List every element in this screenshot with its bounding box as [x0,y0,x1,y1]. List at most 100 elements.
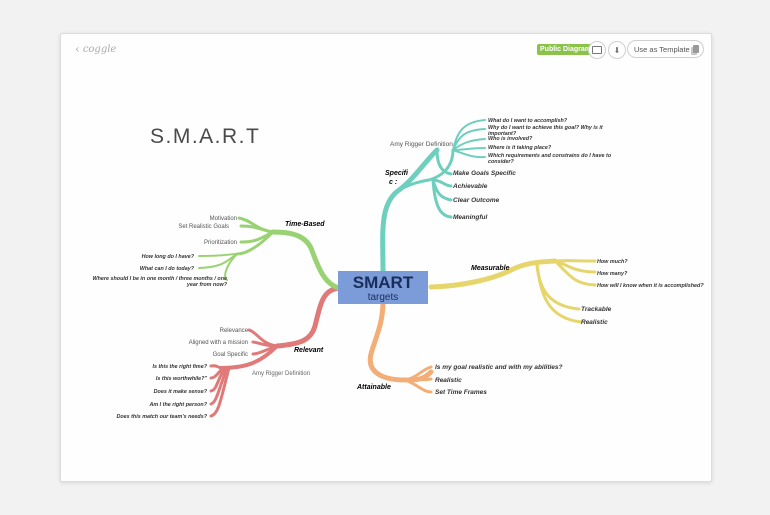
specific-item-4[interactable]: Meaningful [453,214,487,221]
time-item2-link [239,224,275,234]
measurable-questions: How much? How many? How will I know when i… [597,259,704,289]
center-node-box [338,271,428,304]
attainable-items: Is my goal realistic and with my abiliti… [435,364,563,396]
relevant-labels: Relevant Amy Rigger Definition Relevance… [116,328,323,420]
specific-label-line2: c : [389,179,397,186]
use-as-template-button[interactable]: Use as Template [627,40,704,58]
spec-item2-link [431,178,453,188]
coggle-logo: coggle [82,43,117,55]
rel-q2-link [209,366,225,380]
center-subtitle: targets [368,292,399,303]
diagram-card: ‹ coggle Public Diagram ⬇ Use as Templat… [60,33,712,482]
rel-q4-link [209,366,229,406]
specific-question-3[interactable]: Who is involved? [488,136,533,142]
specific-item-3[interactable]: Clear Outcome [453,197,500,204]
specific-question-5[interactable]: Which requirements and constrains do I h… [488,153,612,165]
mind-map-canvas[interactable]: S.M.A.R.T Specifi c : Amy Rigger Definit… [61,34,711,481]
specific-question-4[interactable]: Where is it taking place? [488,145,552,151]
measurable-item-2[interactable]: Realistic [581,319,608,326]
specific-label[interactable]: Specifi c : [385,170,410,186]
relevant-question-4[interactable]: Am I the right person? [148,402,207,408]
relevant-question-1[interactable]: Is this the right fime? [152,364,207,370]
spec-q1-link [452,119,486,151]
attainable-labels: Attainable Is my goal realistic and with… [356,364,563,396]
specific-definition[interactable]: Amy Rigger Definition [390,141,453,148]
diagram-title: S.M.A.R.T [150,125,260,148]
copy-template-icon [692,45,699,53]
time-q3-link [224,253,238,281]
rel-q1-link [209,364,223,370]
relevant-definition[interactable]: Amy Rigger Definition [252,371,310,377]
relevant-question-3[interactable]: Does it make sense? [154,389,208,395]
branch-relevant [209,285,342,418]
time-question-1[interactable]: How long do I have? [142,254,195,260]
specific-labels: Specifi c : Amy Rigger Definition What d… [385,118,612,221]
measure-item1-link [535,263,581,311]
spec-q2-link [452,128,486,151]
relevant-trunk [274,285,342,349]
attainable-trunk [367,299,434,383]
specific-item-2[interactable]: Achievable [452,183,488,190]
relevant-question-2[interactable]: Is this worthwhile?" [156,376,208,382]
public-diagram-badge: Public Diagram [537,44,594,55]
time-q1-link [198,253,238,257]
specific-trunk [380,147,440,275]
rel-q5-link [209,366,231,418]
measurable-question-2[interactable]: How many? [597,271,628,277]
attainable-label[interactable]: Attainable [356,384,391,391]
center-title: SMART [353,273,414,292]
specific-questions: What do I want to accomplish?Why do I wa… [488,118,612,165]
relevant-questions: Is this the right fime? Is this worthwhil… [116,364,207,420]
specific-definition-link [427,148,455,182]
time-item-2[interactable]: Set Realistic Goals [178,224,229,230]
relevant-item-3[interactable]: Goal Specific [213,352,248,358]
spec-item1-link [435,148,453,176]
relevant-item-1[interactable]: Relevance [220,328,249,334]
measurable-question-3[interactable]: How will I know when it is accomplished? [597,283,704,289]
time-question-2[interactable]: What can I do today? [140,266,195,272]
download-button[interactable]: ⬇ [608,41,626,59]
attain-item3-link [403,378,433,394]
rel-q3-link [209,366,227,393]
spec-item4-link [431,178,453,219]
branch-time-based [198,216,342,291]
attainable-item-3[interactable]: Set Time Frames [435,389,487,396]
use-as-template-label: Use as Template [634,44,690,54]
spec-q4-link [452,147,486,151]
specific-item-1[interactable]: Make Goals Specific [453,170,516,177]
attainable-item-1[interactable]: Is my goal realistic and with my abiliti… [435,364,563,371]
relevant-question-5[interactable]: Does this match our team's needs? [116,414,207,420]
spec-q3-link [452,138,486,151]
relevant-label[interactable]: Relevant [294,347,324,354]
specific-question-1[interactable]: What do I want to accomplish? [488,118,568,124]
back-to-coggle-link[interactable]: ‹ coggle [75,42,116,56]
time-item-1[interactable]: Motivation [210,216,237,222]
time-item-3[interactable]: Prioritization [204,240,237,246]
measurable-item-1[interactable]: Trackable [581,306,612,313]
time-question-3[interactable]: Where should I be in one month / three m… [93,276,228,288]
time-trunk [270,229,342,291]
time-based-label[interactable]: Time-Based [285,221,325,228]
specific-label-line1: Specifi [385,170,409,177]
present-button[interactable] [588,41,606,59]
measure-item2-link [535,263,583,324]
center-node[interactable]: SMART targets [338,271,428,304]
attain-item2-link [403,377,433,382]
chevron-left-icon: ‹ [75,42,80,56]
time-questions-link [235,230,275,256]
measurable-labels: Measurable How much? How many? How will I … [471,259,704,326]
branch-attainable [367,299,434,394]
specific-question-2[interactable]: Why do I want to achieve this goal? Why … [488,125,603,137]
measurable-label[interactable]: Measurable [471,265,510,272]
branch-measurable [428,258,597,324]
specific-connector [397,178,431,192]
branch-specific [380,119,486,275]
attainable-item-2[interactable]: Realistic [435,377,462,384]
relevant-item-2[interactable]: Aligned with a mission [189,340,248,346]
measurable-question-1[interactable]: How much? [597,259,628,265]
spec-q5-link [452,149,486,159]
